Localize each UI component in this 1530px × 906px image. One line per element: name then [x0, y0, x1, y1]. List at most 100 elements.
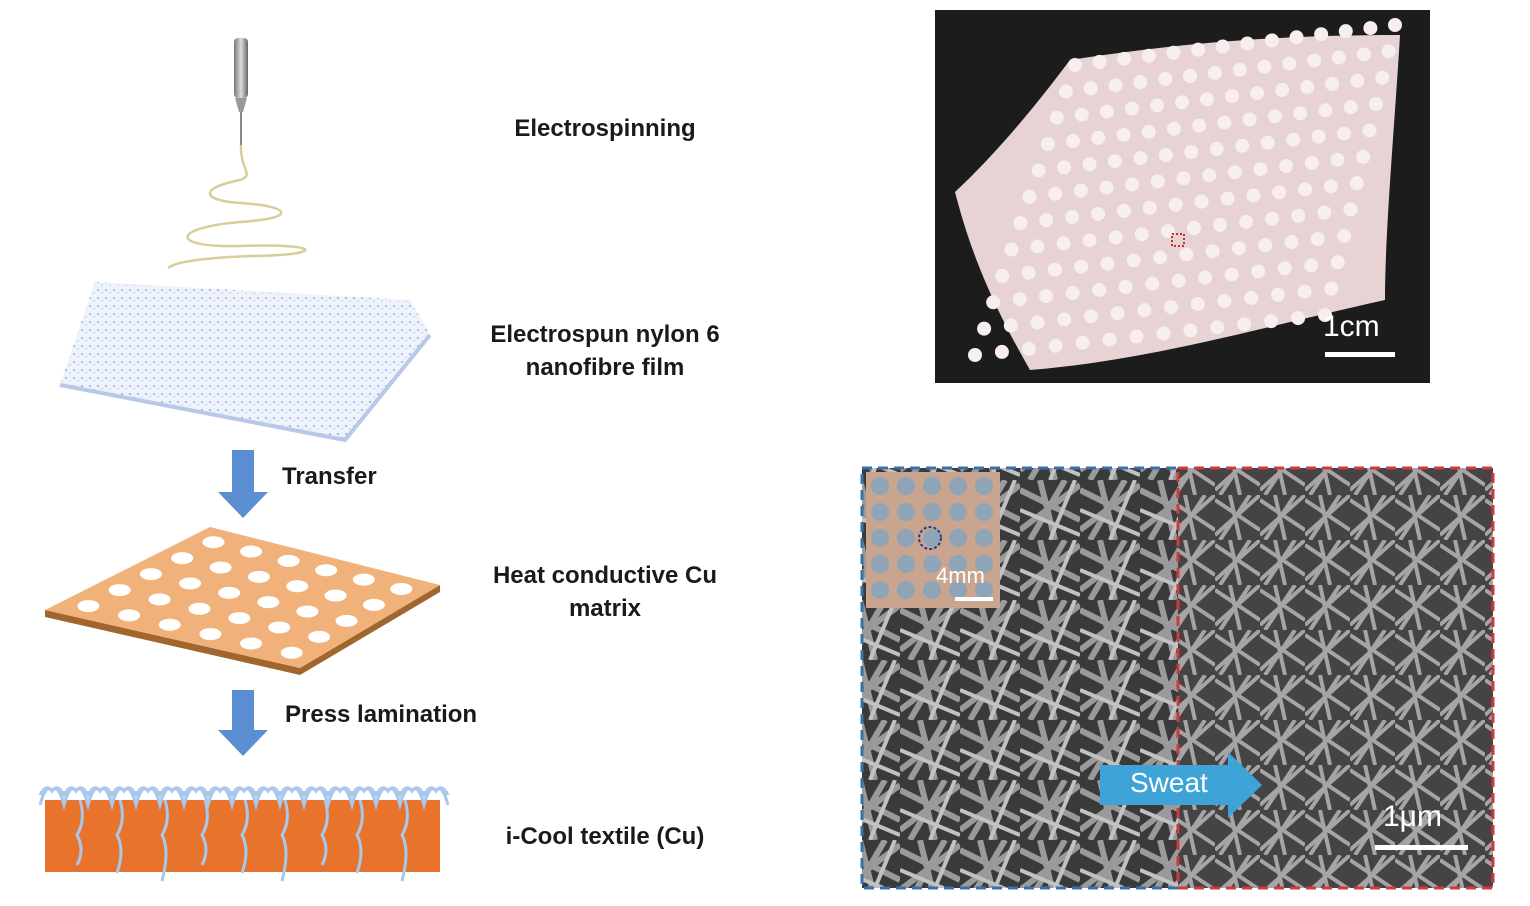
photo-hole: [1239, 214, 1254, 229]
label-line: Electrospun nylon 6: [490, 321, 720, 348]
inset-hole: [975, 581, 993, 599]
photo-hole: [1209, 141, 1224, 156]
photo-hole: [1134, 227, 1149, 242]
photo-hole: [1253, 162, 1268, 177]
photo-hole: [1325, 76, 1340, 91]
photo-hole: [1350, 73, 1365, 88]
photo-hole: [1048, 186, 1063, 201]
photo-hole: [1217, 115, 1232, 130]
cu-hole: [277, 554, 300, 567]
photo-hole: [1125, 177, 1140, 192]
fiber-strand: [75, 799, 84, 866]
photo-hole: [1231, 241, 1246, 256]
photo-hole: [1375, 70, 1390, 85]
photo-hole: [1116, 127, 1131, 142]
photo-hole: [1282, 56, 1297, 71]
inset-hole: [871, 503, 889, 521]
photo-hole: [1293, 106, 1308, 121]
fiber-strand: [240, 799, 249, 874]
photo-hole: [1048, 338, 1063, 353]
cu-hole: [268, 621, 291, 634]
photo-hole: [1277, 261, 1292, 276]
inset-hole: [923, 503, 941, 521]
cu-hole: [280, 646, 303, 659]
photo-hole: [1363, 21, 1378, 36]
fiber-strand: [355, 799, 364, 874]
cu-hole: [188, 602, 211, 615]
photo-hole: [1304, 155, 1319, 170]
photo-hole: [1116, 203, 1131, 218]
photo-hole: [1307, 53, 1322, 68]
photo-hole: [1186, 221, 1201, 236]
photo-hole: [1337, 228, 1352, 243]
cu-hole: [158, 618, 181, 631]
photo-hole: [1056, 236, 1071, 251]
photo-hole: [1310, 231, 1325, 246]
photo-hole: [1338, 24, 1353, 39]
photo-hole: [1153, 250, 1168, 265]
photo-hole: [1291, 208, 1306, 223]
photo-hole: [1240, 36, 1255, 51]
photo-hole: [1068, 58, 1082, 72]
photo-hole: [1108, 78, 1123, 93]
photo-hole: [1030, 315, 1045, 330]
cu-hole: [335, 614, 358, 627]
cu-hole: [240, 545, 263, 558]
photo-hole: [1213, 217, 1228, 232]
cu-hole: [148, 593, 171, 606]
photo-hole: [1117, 51, 1132, 66]
photo-hole: [1040, 137, 1055, 152]
cu-hole: [324, 589, 347, 602]
photo-hole: [1110, 306, 1125, 321]
photo-hole: [1251, 264, 1266, 279]
photo-hole: [1198, 270, 1213, 285]
press-arrow-icon: [218, 690, 268, 756]
photo-hole: [995, 268, 1010, 283]
photo-hole: [1220, 191, 1235, 206]
inset-hole: [949, 555, 967, 573]
photo-hole: [1091, 206, 1106, 221]
photo-hole: [1126, 253, 1141, 268]
cu-hole: [390, 582, 413, 595]
photo-hole: [1224, 267, 1239, 282]
photo-hole: [1065, 286, 1080, 301]
photo-hole: [1030, 239, 1045, 254]
photo-hole: [1047, 262, 1062, 277]
cu-hole: [139, 568, 162, 581]
photo-hole: [1118, 279, 1133, 294]
photo-hole: [1183, 68, 1198, 83]
electrospinning-needle-icon: [167, 38, 307, 270]
photo-hole: [1004, 242, 1019, 257]
photo-hole: [1388, 18, 1402, 32]
photo-hole: [1286, 132, 1301, 147]
photo-hole: [1012, 292, 1027, 307]
photo-hole: [1257, 59, 1272, 74]
photo-hole: [994, 344, 1009, 359]
label-nanofibre-film: Electrospun nylon 6 nanofibre film: [455, 318, 755, 384]
photo-hole: [1013, 216, 1028, 231]
photo-hole: [1191, 42, 1206, 57]
photo-hole: [1021, 341, 1036, 356]
photo-hole: [1099, 180, 1114, 195]
fiber-strand: [280, 799, 289, 882]
photo-hole: [1003, 318, 1018, 333]
cu-hole: [257, 596, 280, 609]
photo-hole: [1075, 335, 1090, 350]
photo-hole: [1083, 309, 1098, 324]
photo-hole: [1133, 151, 1148, 166]
photo-hole: [1381, 44, 1396, 59]
photo-hole: [1082, 157, 1097, 172]
photo-hole: [1250, 86, 1265, 101]
photo-hole: [1232, 62, 1247, 77]
photo-hole: [1100, 256, 1115, 271]
photo-hole: [1205, 244, 1220, 259]
photo-hole: [1168, 197, 1183, 212]
photo-hole: [1311, 129, 1326, 144]
photo-hole: [1324, 281, 1339, 296]
photo-hole: [1057, 312, 1072, 327]
photo-hole: [968, 348, 982, 362]
nanofibre-film-illustration: [59, 282, 432, 443]
sweat-label: Sweat: [1130, 767, 1208, 798]
photo-hole: [1264, 33, 1279, 48]
inset-hole: [897, 477, 915, 495]
